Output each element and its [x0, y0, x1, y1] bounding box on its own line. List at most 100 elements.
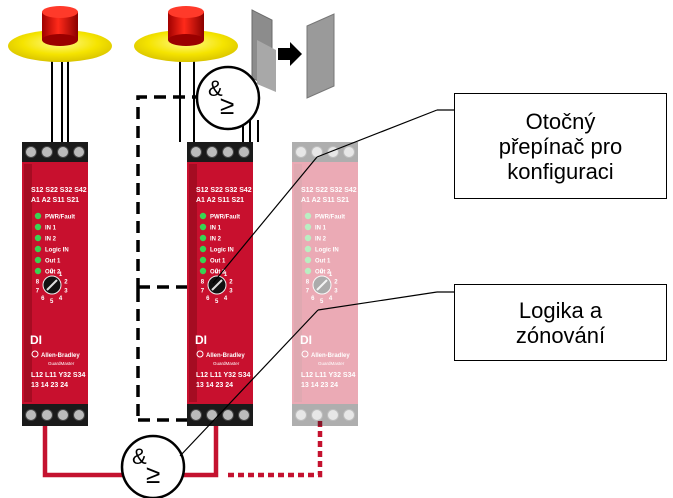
top-terminal-labels: A1 A2 S11 S21 [301, 197, 349, 204]
dial-number: 7 [306, 289, 310, 295]
brand-label: Allen-Bradley [311, 353, 350, 359]
status-led [34, 212, 42, 220]
terminal-screw [222, 146, 234, 158]
status-led [304, 234, 312, 242]
status-led [34, 223, 42, 231]
led-label: Out 2 [45, 270, 61, 276]
terminal-screw [295, 409, 307, 421]
led-label: Logic IN [45, 248, 69, 254]
module-model-label: DI [30, 333, 42, 347]
top-terminal-labels: A1 A2 S11 S21 [196, 197, 244, 204]
led-label: IN 1 [315, 226, 327, 232]
bottom-terminal-labels: L12 L11 Y32 S34 [31, 372, 85, 379]
status-led [199, 234, 207, 242]
led-label: Out 1 [210, 259, 226, 265]
logic-ge-label: ≥ [146, 459, 160, 489]
terminal-screw [25, 146, 37, 158]
status-led [199, 267, 207, 275]
terminal-screw [206, 409, 218, 421]
led-label: PWR/Fault [315, 215, 345, 221]
dial-number: 1 [59, 272, 63, 278]
guardmaster-label: GuardMaster [48, 361, 75, 366]
logic-symbol-bottom: & ≥ [120, 434, 186, 498]
dial-number: 1 [224, 272, 228, 278]
led-label: IN 1 [210, 226, 222, 232]
led-label: IN 2 [210, 237, 222, 243]
dial-number: 2 [64, 279, 68, 285]
bottom-terminal-labels: 13 14 23 24 [31, 382, 68, 389]
callout-rotary-switch-text: Otočný přepínač pro konfiguraci [498, 108, 623, 184]
status-led [34, 245, 42, 253]
callout-rotary-switch: Otočný přepínač pro konfiguraci [454, 93, 667, 199]
logic-and-label: & [132, 444, 147, 469]
bottom-terminal-block [22, 404, 88, 426]
dial-number: 5 [50, 299, 54, 305]
terminal-screw [25, 409, 37, 421]
led-label: Out 1 [45, 259, 61, 265]
dial-number: 8 [306, 279, 310, 285]
terminal-screw [57, 146, 69, 158]
dial-number: 4 [59, 296, 63, 302]
module-body [292, 162, 358, 404]
module-model-label: DI [300, 333, 312, 347]
module-model-label: DI [195, 333, 207, 347]
top-terminal-labels: S12 S22 S32 S42 [196, 187, 252, 194]
bottom-terminal-block [292, 404, 358, 426]
terminal-screw [57, 409, 69, 421]
dial-number: 5 [320, 299, 324, 305]
led-label: Out 2 [315, 270, 331, 276]
logic-symbol-top: & ≥ [195, 65, 261, 131]
dial-number: 4 [224, 296, 228, 302]
dial-number: 6 [41, 296, 45, 302]
bottom-terminal-labels: 13 14 23 24 [301, 382, 338, 389]
module-side-shade [24, 164, 32, 402]
brand-label: Allen-Bradley [206, 353, 245, 359]
brand-logo-icon [31, 350, 39, 358]
status-led [199, 256, 207, 264]
led-label: IN 2 [315, 237, 327, 243]
dial-number: 1 [329, 272, 333, 278]
brand-logo-icon [301, 350, 309, 358]
bottom-terminal-labels: L12 L11 Y32 S34 [196, 372, 250, 379]
dial-number: 0 [50, 269, 54, 275]
dial-number: 7 [201, 289, 205, 295]
guardmaster-label: GuardMaster [318, 361, 345, 366]
logic-ge-label: ≥ [220, 90, 234, 120]
terminal-screw [238, 146, 250, 158]
status-led [34, 256, 42, 264]
guardmaster-label: GuardMaster [213, 361, 240, 366]
terminal-screw [327, 409, 339, 421]
brand-label: Allen-Bradley [41, 353, 80, 359]
dial-number: 3 [64, 289, 68, 295]
top-terminal-block [187, 142, 253, 162]
terminal-screw [343, 146, 355, 158]
terminal-screw [73, 409, 85, 421]
rotary-switch-dial [312, 275, 332, 295]
status-led [304, 212, 312, 220]
led-label: IN 1 [45, 226, 57, 232]
terminal-screw [295, 146, 307, 158]
dial-pointer [316, 279, 328, 291]
led-label: PWR/Fault [45, 215, 75, 221]
dial-number: 3 [229, 289, 233, 295]
dial-number: 0 [320, 269, 324, 275]
led-label: PWR/Fault [210, 215, 240, 221]
module-side-shade [294, 164, 302, 402]
estop-button-1 [8, 6, 112, 142]
terminal-screw [41, 146, 53, 158]
bottom-terminal-block [187, 404, 253, 426]
door-interlock-icon [242, 9, 335, 142]
dial-number: 7 [36, 289, 40, 295]
terminal-screw [41, 409, 53, 421]
dial-pointer [211, 279, 223, 291]
dial-number: 2 [334, 279, 338, 285]
top-terminal-labels: S12 S22 S32 S42 [31, 187, 87, 194]
callout-logic-zoning-text: Logika a zónování [515, 297, 606, 348]
bottom-terminal-labels: L12 L11 Y32 S34 [301, 372, 355, 379]
dial-number: 3 [334, 289, 338, 295]
terminal-screw [73, 146, 85, 158]
status-led [199, 245, 207, 253]
terminal-screw [190, 146, 202, 158]
dial-number: 6 [206, 296, 210, 302]
